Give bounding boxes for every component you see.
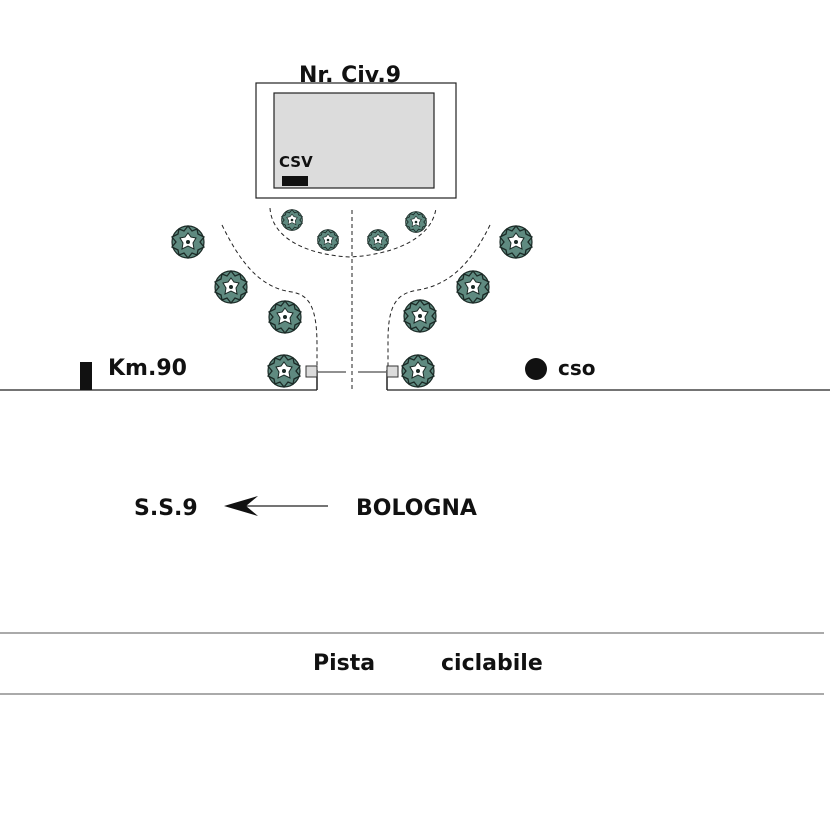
gate-post-left [305,365,318,378]
gate-post-right [386,365,399,378]
csv-box [282,176,308,186]
driveway-lines [221,207,491,390]
tree-icon [405,211,427,233]
csv-label: CSV [279,153,313,171]
tree-icon [499,225,533,259]
bike-lane-word1: Pista [313,651,375,676]
bike-lane-word2: ciclabile [441,651,543,676]
km-marker-label: Km.90 [108,356,187,381]
km-marker [80,362,92,390]
tree-icon [367,229,389,251]
tree-icon [281,209,303,231]
tree-icon [268,300,302,334]
building [273,92,435,189]
direction-from-label: BOLOGNA [356,496,477,521]
direction-arrow-icon [224,496,258,516]
tree-icon [401,354,435,388]
tree-icon [267,354,301,388]
tree-icon [456,270,490,304]
gate [305,365,399,390]
building-label: Nr. Civ.9 [299,63,401,88]
cso-marker [525,358,547,380]
tree-icon [214,270,248,304]
cso-label: cso [558,356,596,380]
tree-icon [403,299,437,333]
tree-icon [171,225,205,259]
tree-icon [317,229,339,251]
direction-to-label: S.S.9 [134,496,198,521]
building-outline [255,82,457,199]
